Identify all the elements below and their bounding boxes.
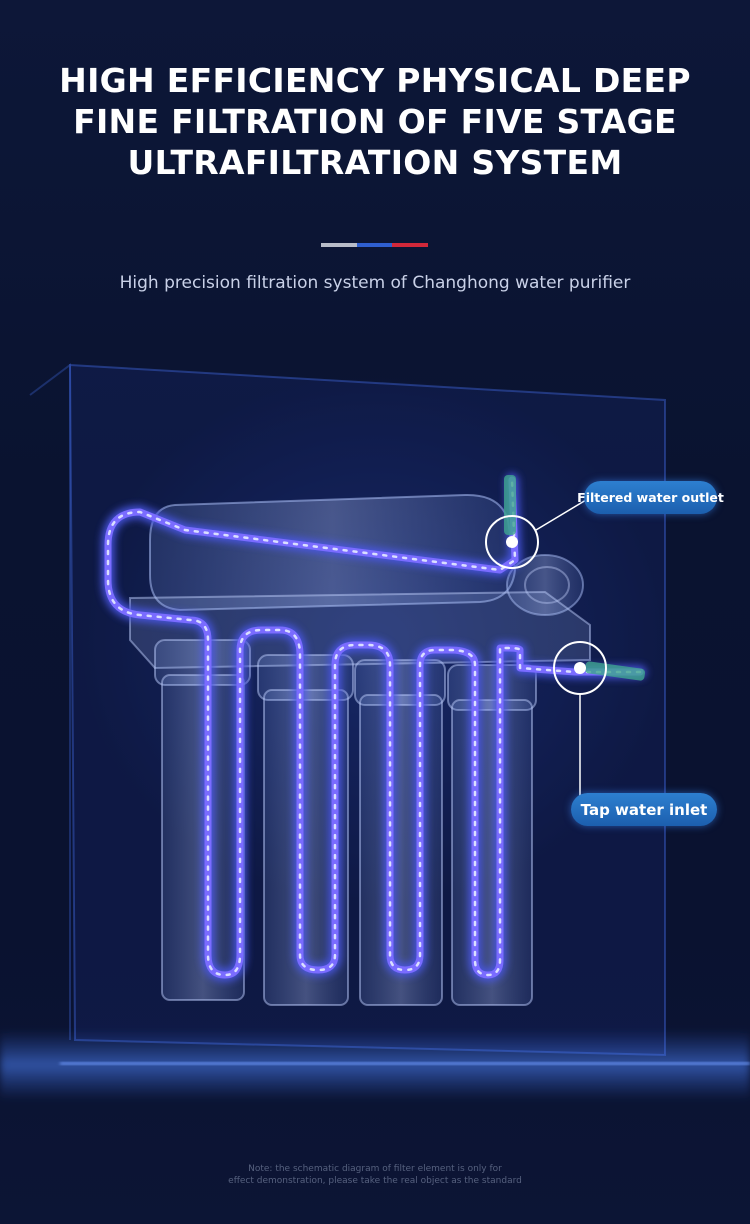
divider-gray	[321, 243, 357, 247]
disclaimer-line-2: effect demonstration, please take the re…	[228, 1176, 522, 1186]
filtered-water-outlet-label: Filtered water outlet	[577, 481, 724, 514]
filter-cartridge-icon	[354, 659, 446, 1006]
divider-blue	[356, 243, 393, 247]
disclaimer-line-1: Note: the schematic diagram of filter el…	[248, 1164, 502, 1174]
disclaimer-note: Note: the schematic diagram of filter el…	[150, 1163, 600, 1187]
pipe-icon	[101, 473, 647, 982]
outlet-nozzle	[504, 475, 516, 535]
highlight-ring-icon	[485, 499, 587, 569]
divider-red	[392, 243, 429, 247]
page-subtitle: High precision filtration system of Chan…	[119, 273, 631, 293]
inlet-nozzle	[584, 661, 646, 681]
filter-cartridge-icon	[447, 664, 537, 1006]
page-title: HIGH EFFICIENCY PHYSICAL DEEP FINE FILTR…	[59, 61, 691, 182]
tricolor-divider	[321, 243, 429, 247]
tap-water-inlet-label: Tap water inlet	[571, 793, 717, 826]
floor-line	[60, 1062, 750, 1065]
